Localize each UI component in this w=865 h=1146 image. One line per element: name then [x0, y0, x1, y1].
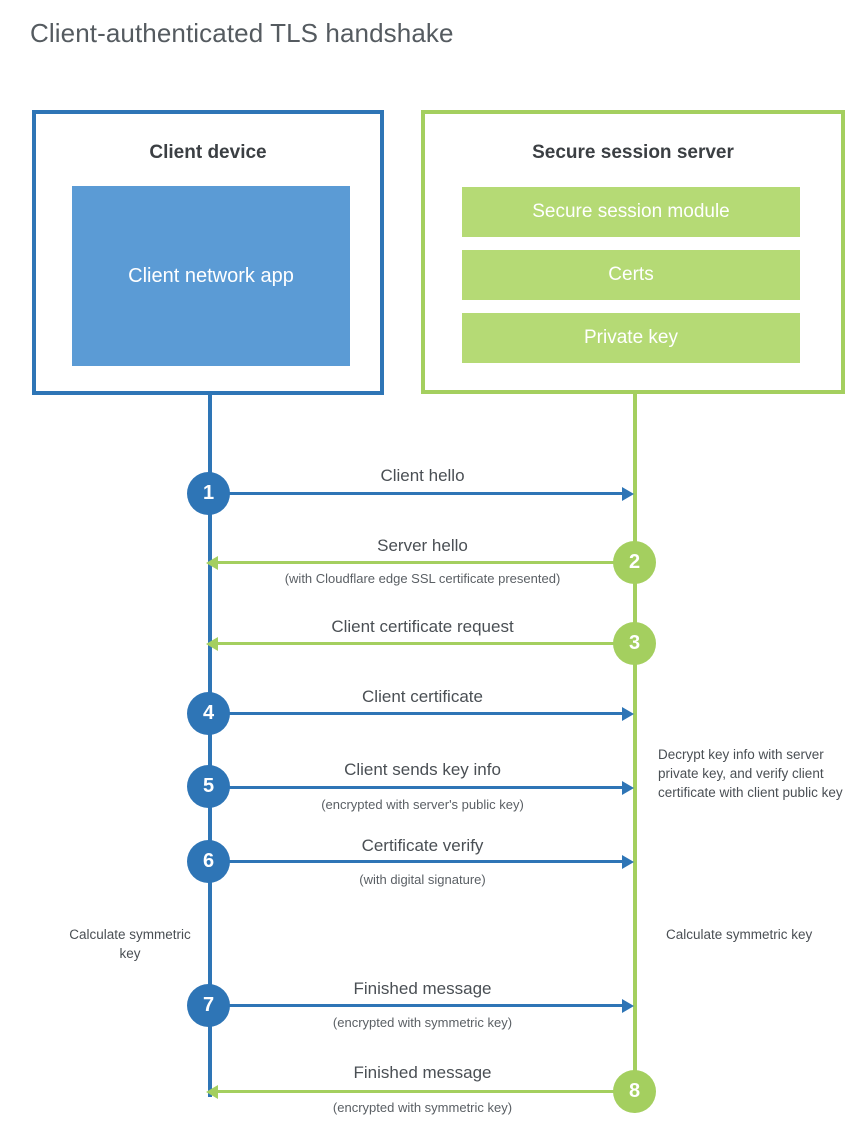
step-4-arrow-head: [622, 707, 634, 721]
note-client-calculate-symmetric-key: Calculate symmetric key: [69, 927, 191, 961]
step-7-sublabel: (encrypted with symmetric key): [332, 1015, 513, 1030]
step-5-circle[interactable]: 5: [187, 765, 230, 808]
server-lifeline: [633, 393, 637, 1093]
step-6-sublabel: (with digital signature): [359, 872, 486, 887]
step-7-label: Finished message: [353, 979, 492, 998]
step-1-circle[interactable]: 1: [187, 472, 230, 515]
step-3-arrow-head: [206, 637, 218, 651]
step-3-arrow-line: [216, 642, 634, 645]
step-2-arrow-line: [216, 561, 634, 564]
client-lifeline: [208, 394, 212, 1097]
secure-session-server-title: Secure session server: [532, 142, 734, 163]
step-6-circle[interactable]: 6: [187, 840, 230, 883]
step-2-circle[interactable]: 2: [613, 541, 656, 584]
step-4-circle[interactable]: 4: [187, 692, 230, 735]
client-device-box: Client device Client network app: [32, 110, 384, 395]
step-5-arrow-head: [622, 781, 634, 795]
step-8-label: Finished message: [353, 1063, 492, 1082]
step-1-arrow-head: [622, 487, 634, 501]
step-5-sublabel: (encrypted with server's public key): [321, 797, 524, 812]
step-4-label: Client certificate: [362, 687, 483, 706]
secure-session-server-box: Secure session server Secure session mod…: [421, 110, 845, 394]
page-title: Client-authenticated TLS handshake: [30, 18, 454, 48]
step-8-arrow-line: [216, 1090, 634, 1093]
step-5-arrow-line: [210, 786, 624, 789]
server-block-certs: Certs: [462, 250, 800, 300]
note-server-calculate-symmetric-key: Calculate symmetric key: [666, 927, 813, 942]
step-2-arrow-head: [206, 556, 218, 570]
step-3-circle[interactable]: 3: [613, 622, 656, 665]
step-2-label: Server hello: [377, 536, 468, 555]
step-7-arrow-line: [210, 1004, 624, 1007]
step-1-label: Client hello: [380, 466, 465, 485]
step-3-label: Client certificate request: [331, 617, 514, 636]
step-7-arrow-head: [622, 999, 634, 1013]
step-6-arrow-line: [210, 860, 624, 863]
step-6-arrow-head: [622, 855, 634, 869]
step-5-label: Client sends key info: [344, 760, 501, 779]
step-8-sublabel: (encrypted with symmetric key): [332, 1100, 513, 1115]
server-block-private-key: Private key: [462, 313, 800, 363]
server-block-secure-session-module: Secure session module: [462, 187, 800, 237]
note-server-decrypt: Decrypt key info with server private key…: [658, 747, 843, 800]
step-6-label: Certificate verify: [361, 836, 484, 855]
step-8-arrow-head: [206, 1085, 218, 1099]
client-device-title: Client device: [149, 142, 267, 163]
step-4-arrow-line: [210, 712, 624, 715]
step-7-circle[interactable]: 7: [187, 984, 230, 1027]
client-network-app-block: Client network app: [72, 186, 350, 366]
step-2-sublabel: (with Cloudflare edge SSL certificate pr…: [284, 571, 561, 586]
step-8-circle[interactable]: 8: [613, 1070, 656, 1113]
step-1-arrow-line: [210, 492, 624, 495]
